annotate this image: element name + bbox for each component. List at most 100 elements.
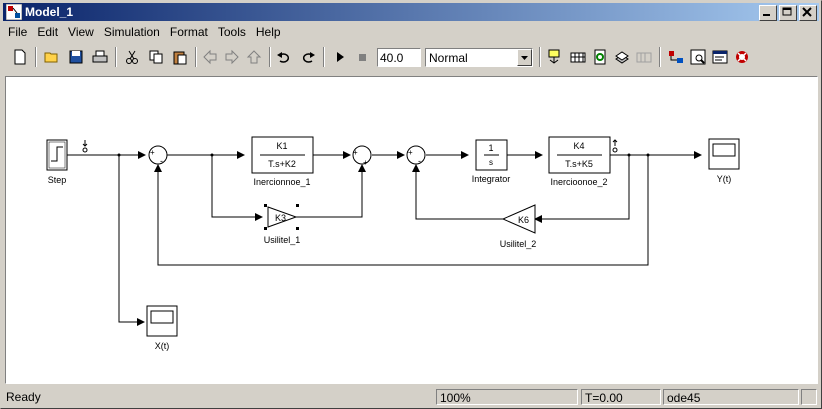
start-simulation-button[interactable]	[329, 46, 351, 68]
status-bar: Ready 100% T=0.00 ode45	[3, 388, 819, 406]
status-text: Ready	[6, 390, 41, 404]
explorer-button[interactable]	[687, 46, 709, 68]
stop-simulation-button[interactable]	[351, 46, 373, 68]
toolbar: 40.0 Normal	[3, 43, 819, 73]
gear-icon	[736, 51, 748, 63]
build-button[interactable]	[543, 46, 565, 68]
sum-block-3[interactable]	[406, 145, 426, 165]
output-port-icon	[612, 139, 618, 153]
cut-button[interactable]	[121, 46, 143, 68]
sum-block-1[interactable]	[148, 145, 168, 165]
debugger-button[interactable]	[709, 46, 731, 68]
undo-button[interactable]	[273, 46, 295, 68]
minimize-icon	[763, 14, 770, 16]
play-icon	[337, 52, 344, 62]
grid-disabled-icon	[636, 52, 652, 63]
print-button[interactable]	[89, 46, 111, 68]
solver-name: ode45	[663, 389, 799, 405]
save-disk-icon	[69, 50, 83, 64]
open-folder-icon	[44, 52, 58, 63]
arrow-up-icon	[246, 50, 262, 64]
usilitel-2-block[interactable]	[501, 204, 536, 234]
inercionnoe-1-block[interactable]	[251, 136, 314, 174]
toolbar-separator	[323, 47, 325, 67]
usilitel-1-block[interactable]	[264, 204, 299, 230]
new-model-button[interactable]	[9, 46, 31, 68]
settings-button[interactable]	[731, 46, 753, 68]
chevron-down-icon	[521, 56, 528, 60]
integrator-block[interactable]	[475, 139, 508, 171]
toolbar-separator	[269, 47, 271, 67]
save-button[interactable]	[65, 46, 87, 68]
refresh-icon	[594, 49, 606, 65]
library-icon	[615, 51, 629, 64]
library-button[interactable]	[611, 46, 633, 68]
maximize-icon	[782, 7, 792, 16]
menu-edit[interactable]: Edit	[37, 25, 59, 39]
menu-tools[interactable]: Tools	[217, 25, 246, 39]
sum2-plus-sign-top: +	[353, 148, 358, 157]
sum-block-2[interactable]	[352, 145, 372, 165]
simulation-mode-select[interactable]: Normal	[425, 48, 533, 67]
inercionnoe-1-numerator: K1	[276, 141, 287, 151]
usilitel-2-gain: K6	[518, 215, 529, 225]
toolbar-separator	[195, 47, 197, 67]
step-label: Step	[48, 175, 67, 185]
paste-clipboard-icon	[173, 51, 187, 65]
maximize-button[interactable]	[779, 5, 797, 21]
simulation-mode-value: Normal	[429, 51, 468, 65]
copy-button[interactable]	[145, 46, 167, 68]
step-block[interactable]	[46, 139, 68, 171]
disabled-tool-button[interactable]	[633, 46, 655, 68]
undo-icon	[277, 52, 289, 63]
scope-x-block[interactable]	[146, 305, 178, 337]
refresh-button[interactable]	[589, 46, 611, 68]
redo-icon	[303, 52, 315, 63]
inercioonoe-2-denominator: T.s+K5	[565, 159, 593, 169]
model-canvas[interactable]: Step + - K1 T.s+K2 Inercionnoe_1 + +	[5, 76, 818, 384]
arrow-left-icon	[203, 49, 217, 65]
signal-lines	[67, 151, 702, 326]
up-button[interactable]	[243, 46, 265, 68]
menu-format[interactable]: Format	[169, 25, 208, 39]
sum1-plus-sign: +	[150, 148, 155, 157]
paste-button[interactable]	[169, 46, 191, 68]
open-button[interactable]	[41, 46, 63, 68]
stop-time-input[interactable]: 40.0	[377, 48, 421, 67]
close-button[interactable]	[799, 5, 817, 21]
inercioonoe-2-label: Inercioonoe_2	[550, 177, 607, 187]
title-bar[interactable]: Model_1	[3, 3, 819, 21]
simulink-app-icon	[6, 4, 22, 20]
close-icon	[802, 7, 812, 17]
build-icon	[548, 49, 560, 64]
toolbar-separator	[115, 47, 117, 67]
forward-button[interactable]	[221, 46, 243, 68]
toolbar-separator	[539, 47, 541, 67]
inercioonoe-2-numerator: K4	[573, 141, 584, 151]
menu-simulation[interactable]: Simulation	[103, 25, 160, 39]
back-button[interactable]	[199, 46, 221, 68]
scope-y-block[interactable]	[708, 138, 740, 170]
sum3-plus-sign: +	[408, 148, 413, 157]
stop-icon	[359, 54, 366, 61]
menu-view[interactable]: View	[68, 25, 94, 39]
menu-file[interactable]: File	[8, 25, 28, 39]
usilitel-2-label: Usilitel_2	[500, 239, 537, 249]
update-diagram-button[interactable]	[567, 46, 589, 68]
sum3-minus-sign: -	[418, 156, 421, 166]
redo-button[interactable]	[297, 46, 319, 68]
usilitel-1-gain: K3	[275, 213, 286, 223]
sum2-plus-sign-bottom: +	[363, 158, 368, 167]
menu-help[interactable]: Help	[255, 25, 281, 39]
sum1-minus-sign: -	[160, 156, 163, 166]
scissors-icon	[126, 50, 138, 64]
minimize-button[interactable]	[759, 5, 777, 21]
resize-grip[interactable]	[801, 389, 817, 405]
explorer-icon	[690, 49, 706, 65]
inercioonoe-2-block[interactable]	[548, 136, 611, 174]
integrator-label: Integrator	[472, 174, 511, 184]
simulation-time: T=0.00	[581, 389, 661, 405]
model-browser-button[interactable]	[665, 46, 687, 68]
dropdown-arrow-button[interactable]	[517, 49, 532, 66]
